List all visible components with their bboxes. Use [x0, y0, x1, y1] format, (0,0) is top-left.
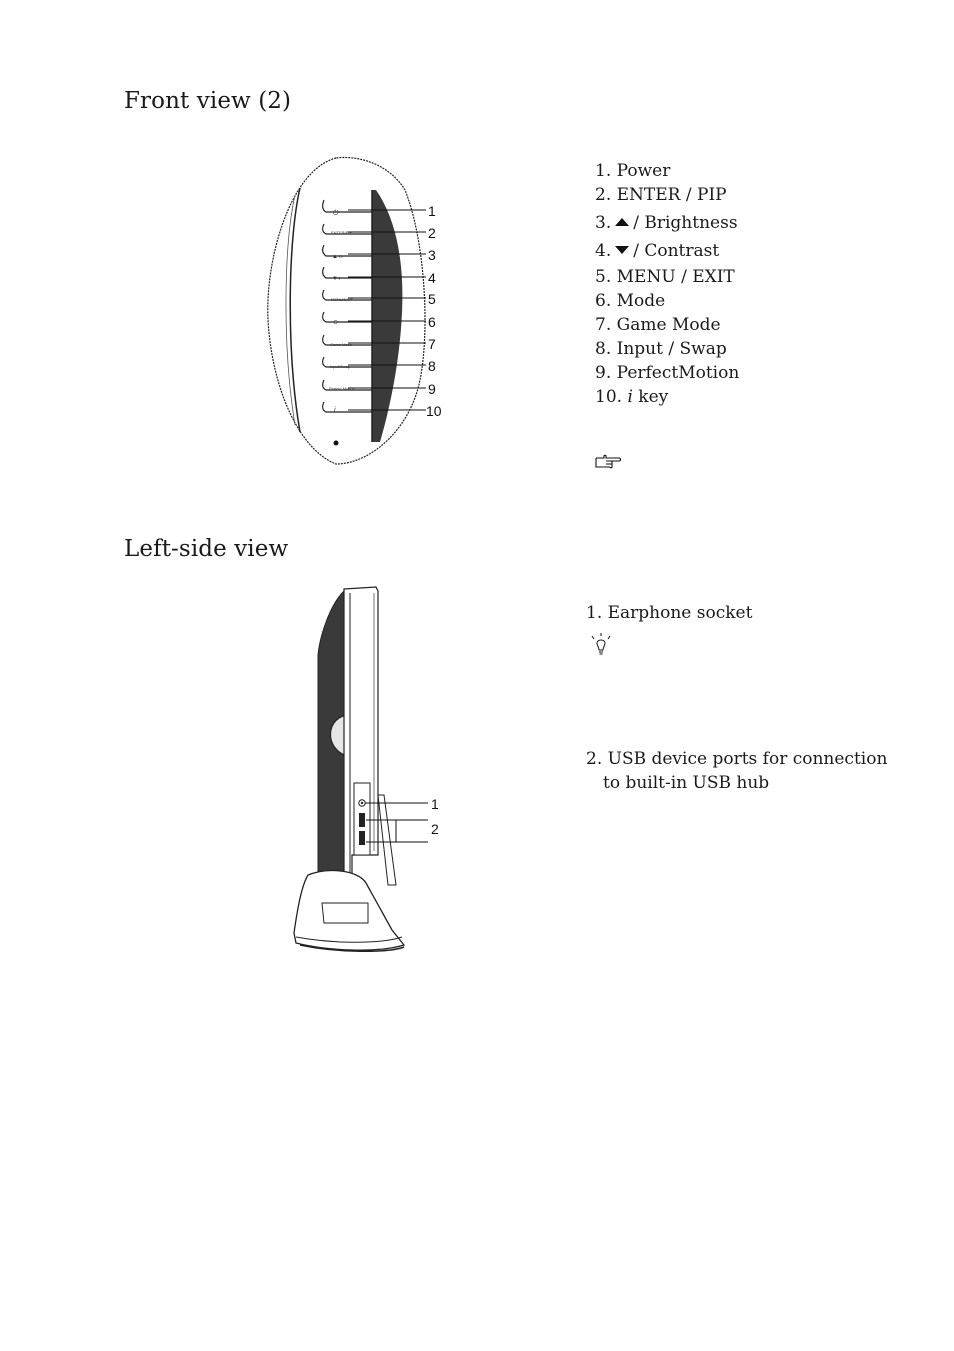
callout-4: 4: [428, 270, 436, 286]
callout-8: 8: [428, 358, 436, 374]
list-item: 8. Input / Swap: [595, 339, 727, 359]
lightbulb-icon: [591, 633, 611, 655]
arrow-up-icon: [615, 217, 630, 226]
list-item: 7. Game Mode: [595, 315, 721, 335]
svg-text:▼◐: ▼◐: [332, 276, 342, 282]
callout-7: 7: [428, 336, 436, 352]
svg-text:i: i: [334, 407, 336, 414]
list-item: 5. MENU / EXIT: [595, 267, 735, 287]
callout-1: 1: [428, 203, 436, 219]
pointing-hand-icon: [595, 454, 622, 469]
front-panel-illustration: ⏻ ENTER/PIP ▲☼ ▼◐ MENU/EXIT ⊙ Game Mode …: [267, 156, 442, 465]
list-item: 9. PerfectMotion: [595, 363, 740, 383]
callout-9: 9: [428, 381, 436, 397]
list-item: 1. Power: [595, 161, 671, 181]
arrow-down-icon: [615, 245, 630, 254]
svg-text:▲☼: ▲☼: [332, 254, 343, 260]
panel-label-game: Game Mode: [330, 342, 353, 347]
usb-ports-label: 2. USB device ports for connection to bu…: [586, 747, 887, 795]
panel-label-perfect: Perfect Motion: [329, 386, 355, 391]
callout-2: 2: [428, 225, 436, 241]
callout-6: 6: [428, 314, 436, 330]
list-item: 6. Mode: [595, 291, 666, 311]
left-callout-2: 2: [431, 821, 439, 837]
callout-3: 3: [428, 247, 436, 263]
list-item: 2. ENTER / PIP: [595, 185, 727, 205]
usb-ports-line-2: to built-in USB hub: [603, 773, 770, 793]
svg-text:⏻: ⏻: [333, 209, 339, 217]
svg-text:⊙: ⊙: [333, 320, 338, 326]
left-side-view-title: Left-side view: [124, 536, 289, 562]
front-view-title: Front view (2): [124, 88, 292, 114]
list-item: 3./ Brightness: [595, 213, 738, 233]
list-item: 4./ Contrast: [595, 241, 720, 261]
earphone-socket-label: 1. Earphone socket: [586, 603, 753, 623]
panel-label-menu: MENU/EXIT: [331, 297, 353, 302]
front-view-legend: 1. Power 2. ENTER / PIP 3./ Brightness 4…: [595, 159, 739, 409]
usb-ports-line-1: 2. USB device ports for connection: [586, 749, 888, 769]
left-callout-1: 1: [431, 796, 439, 812]
callout-10: 10: [426, 403, 442, 419]
list-item: 10. i key: [595, 387, 669, 407]
panel-label-input: Input/Swap: [330, 364, 351, 369]
panel-label-enter: ENTER/PIP: [331, 230, 352, 235]
left-side-illustration: 1 2: [293, 586, 439, 953]
callout-5: 5: [428, 291, 436, 307]
